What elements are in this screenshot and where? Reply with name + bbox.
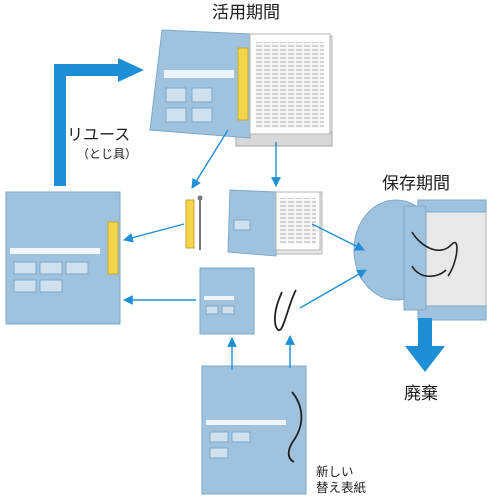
string-tie-icon xyxy=(274,289,297,331)
label-disposal: 廃棄 xyxy=(404,384,438,404)
label-new-cover: 新しい 替え表紙 xyxy=(316,464,367,495)
label-reuse: リユース xyxy=(67,125,131,144)
reuse-arrow xyxy=(54,58,144,186)
binder-clip-icon xyxy=(185,195,203,250)
label-reuse-sub: （とじ具） xyxy=(77,147,138,161)
middle-binder xyxy=(227,189,323,257)
label-storage-period: 保存期間 xyxy=(382,174,450,194)
disposal-arrow xyxy=(405,318,445,372)
active-binder xyxy=(149,29,333,147)
storage-box xyxy=(353,199,487,321)
label-active-period: 活用期間 xyxy=(212,3,280,23)
flow-arrows xyxy=(123,129,367,370)
center-folder xyxy=(199,267,255,335)
reuse-folder xyxy=(5,191,121,325)
new-cover-folder xyxy=(201,365,307,495)
